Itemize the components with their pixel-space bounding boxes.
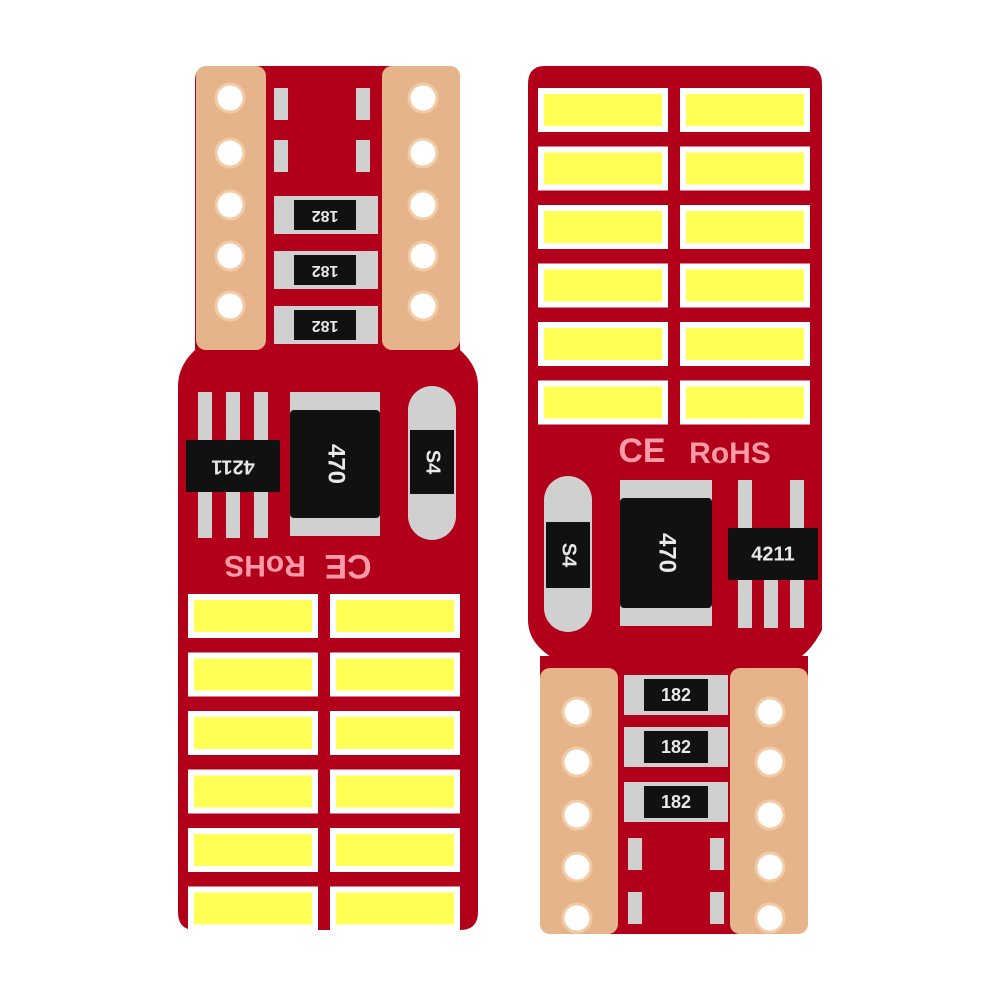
- left-resistor-2: 182: [274, 251, 378, 289]
- right-led-7-emitter: [544, 269, 662, 302]
- left-led-3-emitter: [194, 658, 312, 691]
- left-diode-label: S4: [422, 450, 444, 475]
- left-diode: S4: [408, 386, 456, 540]
- left-led-10-emitter: [336, 834, 454, 866]
- left-led-4-emitter: [336, 658, 454, 691]
- right-resistor-3: 182: [624, 782, 728, 822]
- right-led-9-emitter: [544, 328, 662, 360]
- left-led-1-emitter: [194, 600, 312, 632]
- left-top-diodes: [274, 88, 370, 172]
- right-inductor-label: 470: [654, 533, 681, 573]
- left-resistor-1-label: 182: [312, 207, 339, 224]
- left-inductor: 470: [290, 392, 380, 536]
- right-led-5-emitter: [544, 211, 662, 243]
- left-led-2-emitter: [336, 600, 454, 632]
- left-contact-holes-right: [407, 82, 439, 322]
- left-led-array: [188, 594, 460, 931]
- right-resistor-2: 182: [624, 727, 728, 767]
- right-certification-marks: CE RoHS: [618, 432, 770, 470]
- right-inductor: 470: [620, 480, 712, 626]
- right-led-2-emitter: [686, 94, 804, 126]
- right-led-8-emitter: [686, 269, 804, 302]
- left-resistor-2-label: 182: [312, 262, 339, 279]
- left-certification-marks: CE RoHS: [224, 547, 371, 585]
- left-led-6-emitter: [336, 717, 454, 749]
- right-bottom-diodes: [628, 838, 724, 924]
- right-ic-label: 4211: [751, 543, 794, 565]
- left-resistor-1: 182: [274, 196, 378, 234]
- right-led-board: CE RoHS S4 470 4211: [528, 66, 822, 934]
- right-led-1-emitter: [544, 94, 662, 126]
- right-led-11-emitter: [544, 386, 662, 419]
- right-contact-holes-right: [754, 696, 786, 934]
- right-resistor-3-label: 182: [661, 792, 691, 812]
- left-ic-chip: 4211: [186, 392, 280, 538]
- right-resistor-1-label: 182: [661, 685, 691, 705]
- right-contact-holes-left: [561, 696, 593, 934]
- left-led-board: 182 182 182 4211 470: [178, 66, 478, 931]
- right-diode-label: S4: [558, 543, 580, 568]
- right-led-10-emitter: [686, 328, 804, 360]
- left-led-5-emitter: [194, 717, 312, 749]
- right-led-12-emitter: [686, 386, 804, 419]
- left-ic-label: 4211: [211, 456, 254, 478]
- right-diode: S4: [544, 476, 592, 632]
- left-led-7-emitter: [194, 775, 312, 808]
- left-led-9-emitter: [194, 834, 312, 866]
- right-resistor-1: 182: [624, 675, 728, 715]
- left-led-11-emitter: [194, 892, 312, 925]
- right-led-3-emitter: [544, 152, 662, 185]
- right-led-6-emitter: [686, 211, 804, 243]
- left-led-12-emitter: [336, 892, 454, 925]
- right-resistor-2-label: 182: [661, 737, 691, 757]
- right-ce-mark: CE: [618, 432, 665, 470]
- right-led-4-emitter: [686, 152, 804, 185]
- left-resistor-3: 182: [274, 306, 378, 344]
- right-ic-chip: 4211: [728, 480, 818, 628]
- left-resistor-3-label: 182: [312, 317, 339, 334]
- left-contact-holes-left: [214, 82, 246, 322]
- left-ce-mark: CE: [324, 547, 371, 585]
- left-rohs-mark: RoHS: [224, 549, 306, 582]
- left-led-8-emitter: [336, 775, 454, 808]
- left-inductor-label: 470: [323, 444, 350, 484]
- right-led-array: [538, 88, 810, 425]
- right-rohs-mark: RoHS: [689, 437, 771, 470]
